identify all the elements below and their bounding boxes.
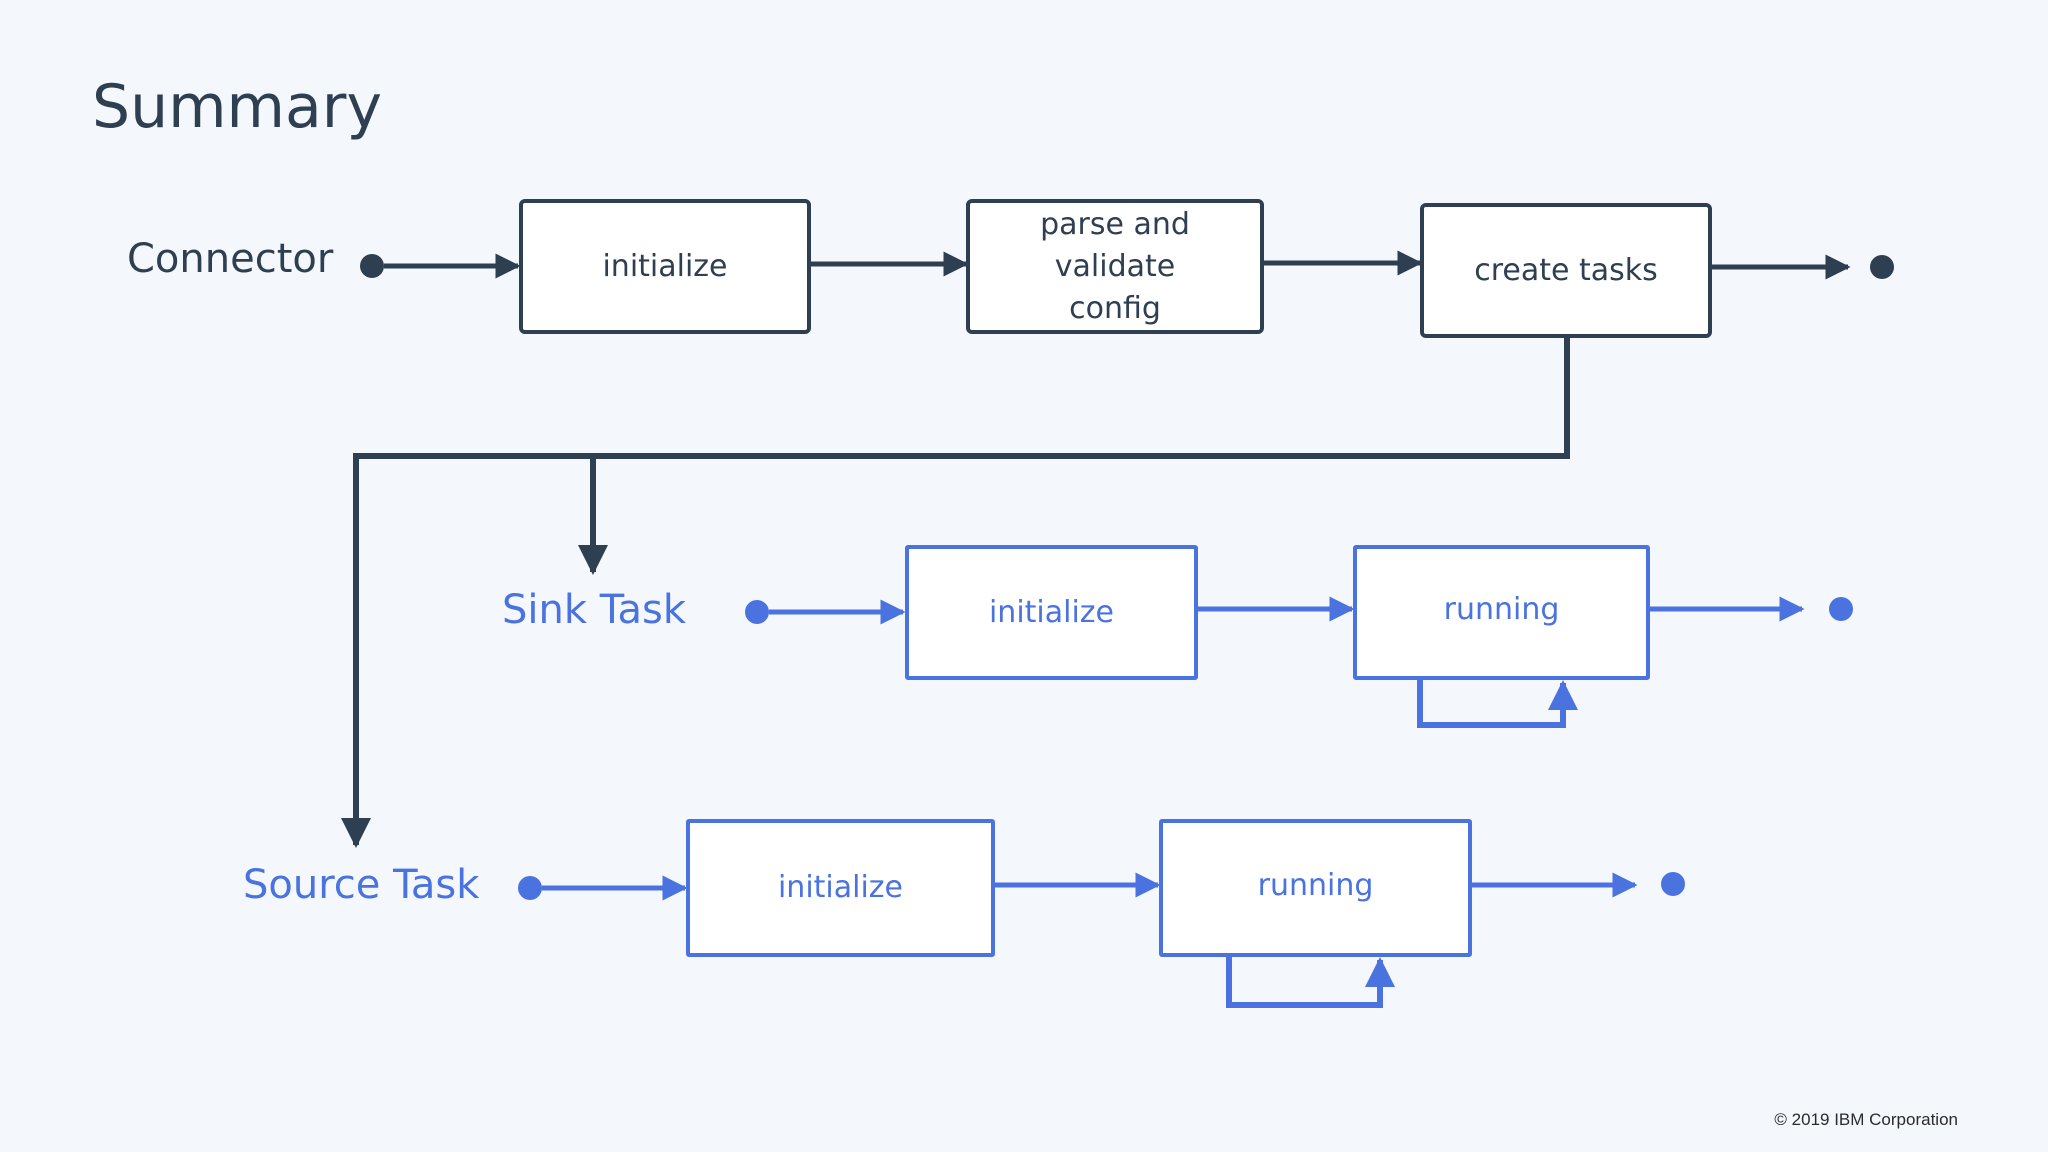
page-title: Summary bbox=[92, 72, 382, 142]
source-end-node bbox=[1661, 872, 1685, 896]
sink-initialize-box: initialize bbox=[905, 545, 1198, 680]
sink-task-label: Sink Task bbox=[502, 587, 687, 633]
sink-running-text: running bbox=[1443, 592, 1560, 627]
sink-start-node bbox=[745, 600, 769, 624]
sink-task-lane-flow bbox=[745, 596, 1853, 728]
connector-create-tasks-text: create tasks bbox=[1474, 252, 1658, 288]
source-initialize-box: initialize bbox=[686, 819, 995, 957]
source-task-lane-flow bbox=[518, 872, 1685, 1008]
copyright-footer: © 2019 IBM Corporation bbox=[1774, 1110, 1958, 1129]
sink-running-loop bbox=[1417, 678, 1578, 728]
connector-initialize-box: initialize bbox=[519, 199, 811, 334]
connector-parse-config-box: parse and validate config bbox=[966, 199, 1264, 334]
source-start-node bbox=[518, 876, 542, 900]
source-initialize-text: initialize bbox=[777, 870, 904, 905]
branch-to-source-task bbox=[341, 337, 1570, 848]
connector-start-node bbox=[360, 254, 384, 278]
create-tasks-branch bbox=[341, 337, 1570, 848]
source-task-label: Source Task bbox=[243, 862, 480, 908]
source-running-box: running bbox=[1159, 819, 1472, 957]
connector-label: Connector bbox=[127, 236, 334, 282]
source-running-loop bbox=[1226, 955, 1395, 1008]
connector-lane-flow bbox=[360, 250, 1894, 280]
connector-end-node bbox=[1870, 255, 1894, 279]
sink-initialize-text: initialize bbox=[988, 594, 1115, 630]
source-running-text: running bbox=[1257, 868, 1374, 903]
sink-running-box: running bbox=[1353, 545, 1650, 680]
connector-create-tasks-box: create tasks bbox=[1420, 203, 1712, 338]
connector-parse-config-text: parse and validate config bbox=[1040, 206, 1190, 326]
sink-end-node bbox=[1829, 597, 1853, 621]
connector-initialize-text: initialize bbox=[602, 248, 728, 284]
